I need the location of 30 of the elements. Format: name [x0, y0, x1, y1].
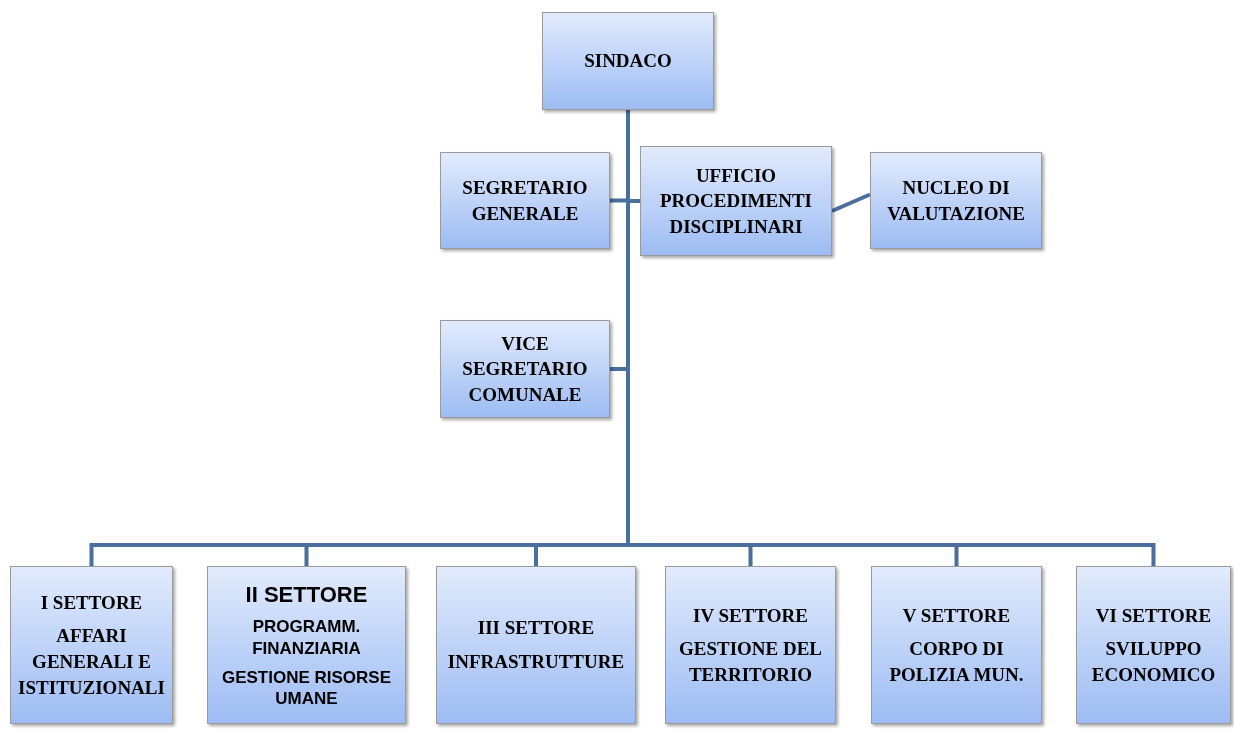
- org-box: [871, 566, 1042, 724]
- org-box: [870, 152, 1042, 249]
- org-box: [542, 12, 714, 110]
- org-box: [440, 152, 610, 249]
- org-box: [1076, 566, 1231, 724]
- box-title: I SETTORE: [40, 590, 143, 615]
- box-text: AFFARI GENERALI E ISTITUZIONALI: [17, 624, 166, 700]
- box-text: GESTIONE RISORSE UMANE: [220, 666, 393, 710]
- box-title: II SETTORE: [245, 580, 368, 609]
- org-box: [436, 566, 636, 724]
- org-box: [207, 566, 406, 724]
- org-box: [665, 566, 836, 724]
- box-text: CORPO DI POLIZIA MUN.: [888, 637, 1025, 687]
- box-title: V SETTORE: [902, 603, 1011, 628]
- box-text: GESTIONE DEL TERRITORIO: [677, 637, 824, 687]
- connector-line: [831, 192, 871, 213]
- box-title: IV SETTORE: [693, 603, 808, 628]
- box-text: SVILUPPO ECONOMICO: [1090, 637, 1217, 687]
- org-box: [640, 146, 832, 256]
- box-text: PROGRAMM. FINANZIARIA: [251, 616, 362, 659]
- box-title: VI SETTORE: [1095, 603, 1212, 628]
- box-title: UFFICIO PROCEDIMENTI DISCIPLINARI: [659, 163, 813, 239]
- box-title: SEGRETARIO GENERALE: [461, 175, 589, 226]
- box-title: III SETTORE: [477, 616, 595, 641]
- box-title: SINDACO: [584, 49, 672, 74]
- box-text: INFRASTRUTTURE: [447, 650, 625, 674]
- org-box: [440, 320, 610, 418]
- org-box: [10, 566, 173, 724]
- box-title: VICE SEGRETARIO COMUNALE: [461, 331, 589, 407]
- box-title: NUCLEO DI VALUTAZIONE: [886, 175, 1026, 226]
